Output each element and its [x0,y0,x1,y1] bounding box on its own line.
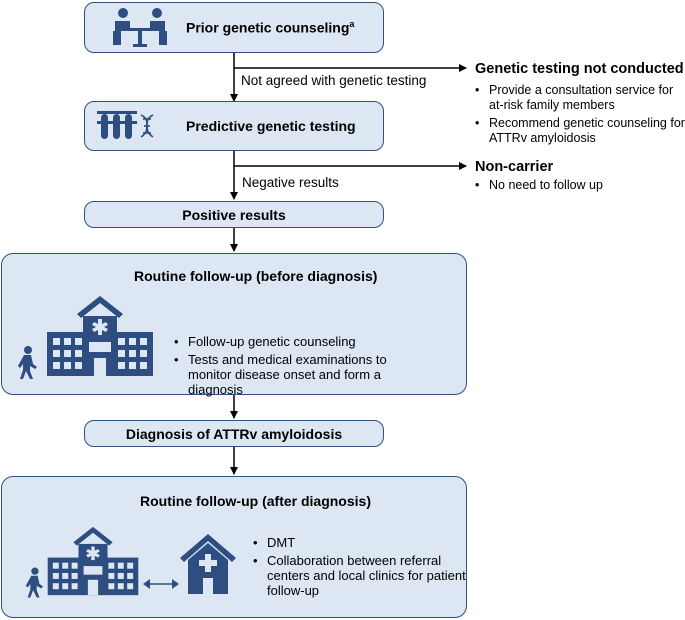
positive-results-title: Positive results [182,207,286,223]
followup-after-title: Routine follow-up (after diagnosis) [140,493,371,509]
double-arrow-icon [143,579,179,589]
positive-results-box: Positive results [84,201,384,228]
list-item: Tests and medical examinations to monito… [174,352,414,397]
counseling-people-icon [113,8,167,47]
local-clinic-icon [180,534,236,594]
followup-after-box: Routine follow-up (after diagnosis) [1,476,467,618]
not-conducted-list: Provide a consultation service for at-ri… [475,83,685,149]
list-item: Collaboration between referral centers a… [253,553,468,598]
prior-counseling-box: Prior genetic counselinga [84,2,384,53]
list-item: Provide a consultation service for at-ri… [475,83,685,113]
non-carrier-list: No need to follow up [475,178,675,196]
walking-person-icon [18,346,37,379]
list-item: Follow-up genetic counseling [174,334,414,349]
prior-counseling-title: Prior genetic counselinga [186,19,355,36]
hospital-icon [47,296,153,376]
hospital-icon [47,526,139,596]
not-conducted-title: Genetic testing not conducted [475,61,684,77]
diagnosis-box: Diagnosis of ATTRv amyloidosis [84,420,384,447]
followup-before-list: Follow-up genetic counseling Tests and m… [174,334,414,400]
list-item: No need to follow up [475,178,675,193]
followup-after-list: DMT Collaboration between referral cente… [253,535,468,601]
non-carrier-title: Non-carrier [475,159,554,175]
list-item: DMT [253,535,468,550]
test-tubes-dna-icon [97,111,154,139]
predictive-testing-box: Predictive genetic testing [84,101,384,151]
negative-results-label: Negative results [242,175,339,190]
followup-before-title: Routine follow-up (before diagnosis) [134,268,378,284]
not-agreed-label: Not agreed with genetic testing [241,73,427,88]
predictive-testing-title: Predictive genetic testing [186,118,356,134]
walking-person-icon [25,567,44,598]
followup-before-box: Routine follow-up (before diagnosis) Fol… [1,253,467,397]
list-item: Recommend genetic counseling for ATTRv a… [475,116,685,146]
diagnosis-title: Diagnosis of ATTRv amyloidosis [125,426,343,442]
